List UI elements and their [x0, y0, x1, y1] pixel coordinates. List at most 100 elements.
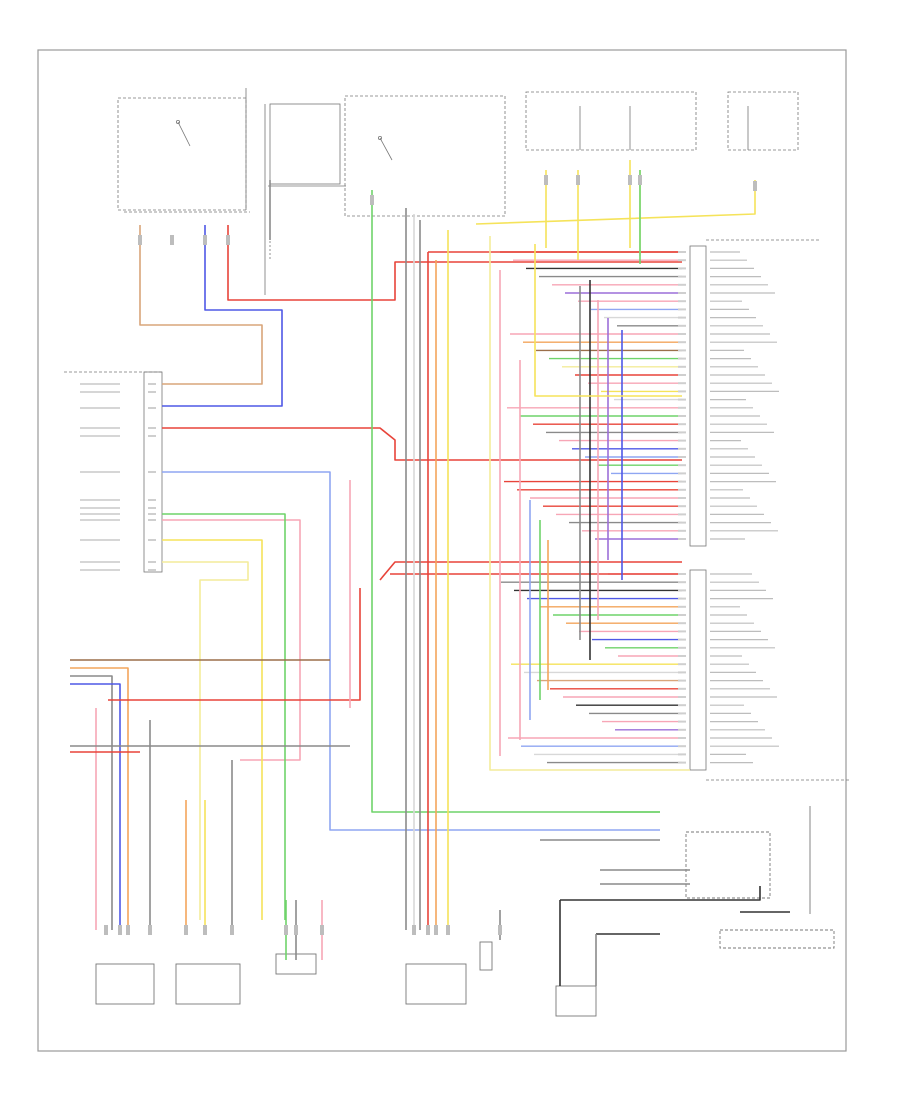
- connector-pin-55: [678, 728, 686, 731]
- connector-pin-9: [678, 324, 686, 327]
- wire-terminal: [170, 235, 174, 245]
- wire-terminal: [426, 925, 430, 935]
- top-fuse-area: [117, 88, 799, 295]
- wire-terminal: [148, 925, 152, 935]
- connector-pin-38: [678, 589, 686, 592]
- wire-red: [108, 588, 361, 701]
- connector-pin-l3: [148, 427, 156, 429]
- connector-pin-26: [678, 464, 686, 467]
- connector-pin-4: [678, 283, 686, 286]
- connector-pin-l12: [148, 569, 156, 571]
- wire-terminal: [118, 925, 122, 935]
- connector-pin-3: [678, 275, 686, 278]
- wire-red: [227, 225, 682, 301]
- connector-pin-12: [678, 349, 686, 352]
- connector-pin-1: [678, 259, 686, 262]
- connector-pin-l5: [148, 471, 156, 473]
- connector-pin-16: [678, 382, 686, 385]
- wire-terminal: [498, 925, 502, 935]
- wire-lightyellow: [162, 561, 249, 920]
- connector-pin-6: [678, 300, 686, 303]
- pcm-connector-right: [689, 239, 850, 781]
- wire-terminal: [628, 175, 632, 185]
- connector-pin-44: [678, 638, 686, 641]
- connector-pin-58: [678, 753, 686, 756]
- wire-terminal: [412, 925, 416, 935]
- connector-pin-32: [678, 513, 686, 516]
- wire-terminal: [638, 175, 642, 185]
- connector-pin-37: [678, 581, 686, 584]
- connector-pin-2: [678, 267, 686, 270]
- connector-pin-18: [678, 398, 686, 401]
- wire-terminal: [284, 925, 288, 935]
- wire-terminal: [370, 195, 374, 205]
- wire-black: [560, 886, 761, 901]
- connector-pin-59: [678, 761, 686, 764]
- connector-pin-48: [678, 671, 686, 674]
- connector-pin-15: [678, 374, 686, 376]
- wire-green: [162, 513, 286, 920]
- wire-blue: [162, 225, 283, 407]
- connector-pin-36: [678, 573, 686, 575]
- connector-pin-l10: [148, 539, 156, 541]
- connector-pin-35: [678, 538, 686, 540]
- connector-pin-24: [678, 447, 686, 450]
- connector-pin-53: [678, 712, 686, 715]
- connector-pin-46: [678, 655, 686, 657]
- wire-green: [371, 190, 660, 813]
- connector-pin-47: [678, 663, 686, 666]
- wire-pink: [162, 519, 301, 761]
- connector-pin-l9: [148, 519, 156, 521]
- wire-blue: [70, 683, 121, 930]
- wire-orange: [70, 667, 129, 930]
- connector-pin-22: [678, 431, 686, 434]
- bottom-sensors: [95, 806, 835, 1017]
- connector-pin-l1: [148, 391, 156, 393]
- connector-pin-l7: [148, 507, 156, 509]
- connector-pin-8: [678, 316, 686, 319]
- connector-pin-7: [678, 308, 686, 311]
- connector-pin-43: [678, 630, 686, 633]
- connector-pin-11: [678, 341, 686, 344]
- wire-terminal: [104, 925, 108, 935]
- wire-terminal: [126, 925, 130, 935]
- wire-terminal: [203, 925, 207, 935]
- connector-pin-21: [678, 423, 686, 426]
- wire-layer: [70, 160, 790, 986]
- connector-pin-l0: [148, 383, 156, 385]
- connector-pin-l11: [148, 561, 156, 563]
- wire-terminal: [294, 925, 298, 935]
- connector-pin-45: [678, 646, 686, 649]
- connector-pin-l6: [148, 499, 156, 501]
- connector-pin-41: [678, 614, 686, 616]
- connector-pin-39: [678, 597, 686, 600]
- connector-pin-40: [678, 605, 686, 608]
- wire-lightblue: [162, 471, 660, 831]
- connector-pin-51: [678, 696, 686, 698]
- diagram-frame: [37, 49, 847, 1052]
- wire-terminal: [434, 925, 438, 935]
- wire-tan: [139, 225, 263, 385]
- connector-pin-l8: [148, 513, 156, 515]
- connector-pin-23: [678, 439, 686, 442]
- wire-lightyellow: [489, 236, 690, 771]
- connector-pin-17: [678, 390, 686, 393]
- wire-terminal: [203, 235, 207, 245]
- connector-pin-57: [678, 745, 686, 748]
- wire-terminal: [226, 235, 230, 245]
- wire-yellow: [534, 244, 682, 397]
- connector-pin-34: [678, 529, 686, 532]
- wire-gray: [70, 675, 113, 930]
- connector-pin-30: [678, 497, 686, 499]
- connector-pin-29: [678, 488, 686, 491]
- connector-pin-5: [678, 292, 686, 294]
- connector-pin-27: [678, 472, 686, 475]
- connector-pin-49: [678, 679, 686, 682]
- wire-terminal: [320, 925, 324, 935]
- wire-terminal: [753, 181, 757, 191]
- wire-yellow: [475, 180, 756, 225]
- wire-terminal: [544, 175, 548, 185]
- connector-pin-54: [678, 720, 686, 723]
